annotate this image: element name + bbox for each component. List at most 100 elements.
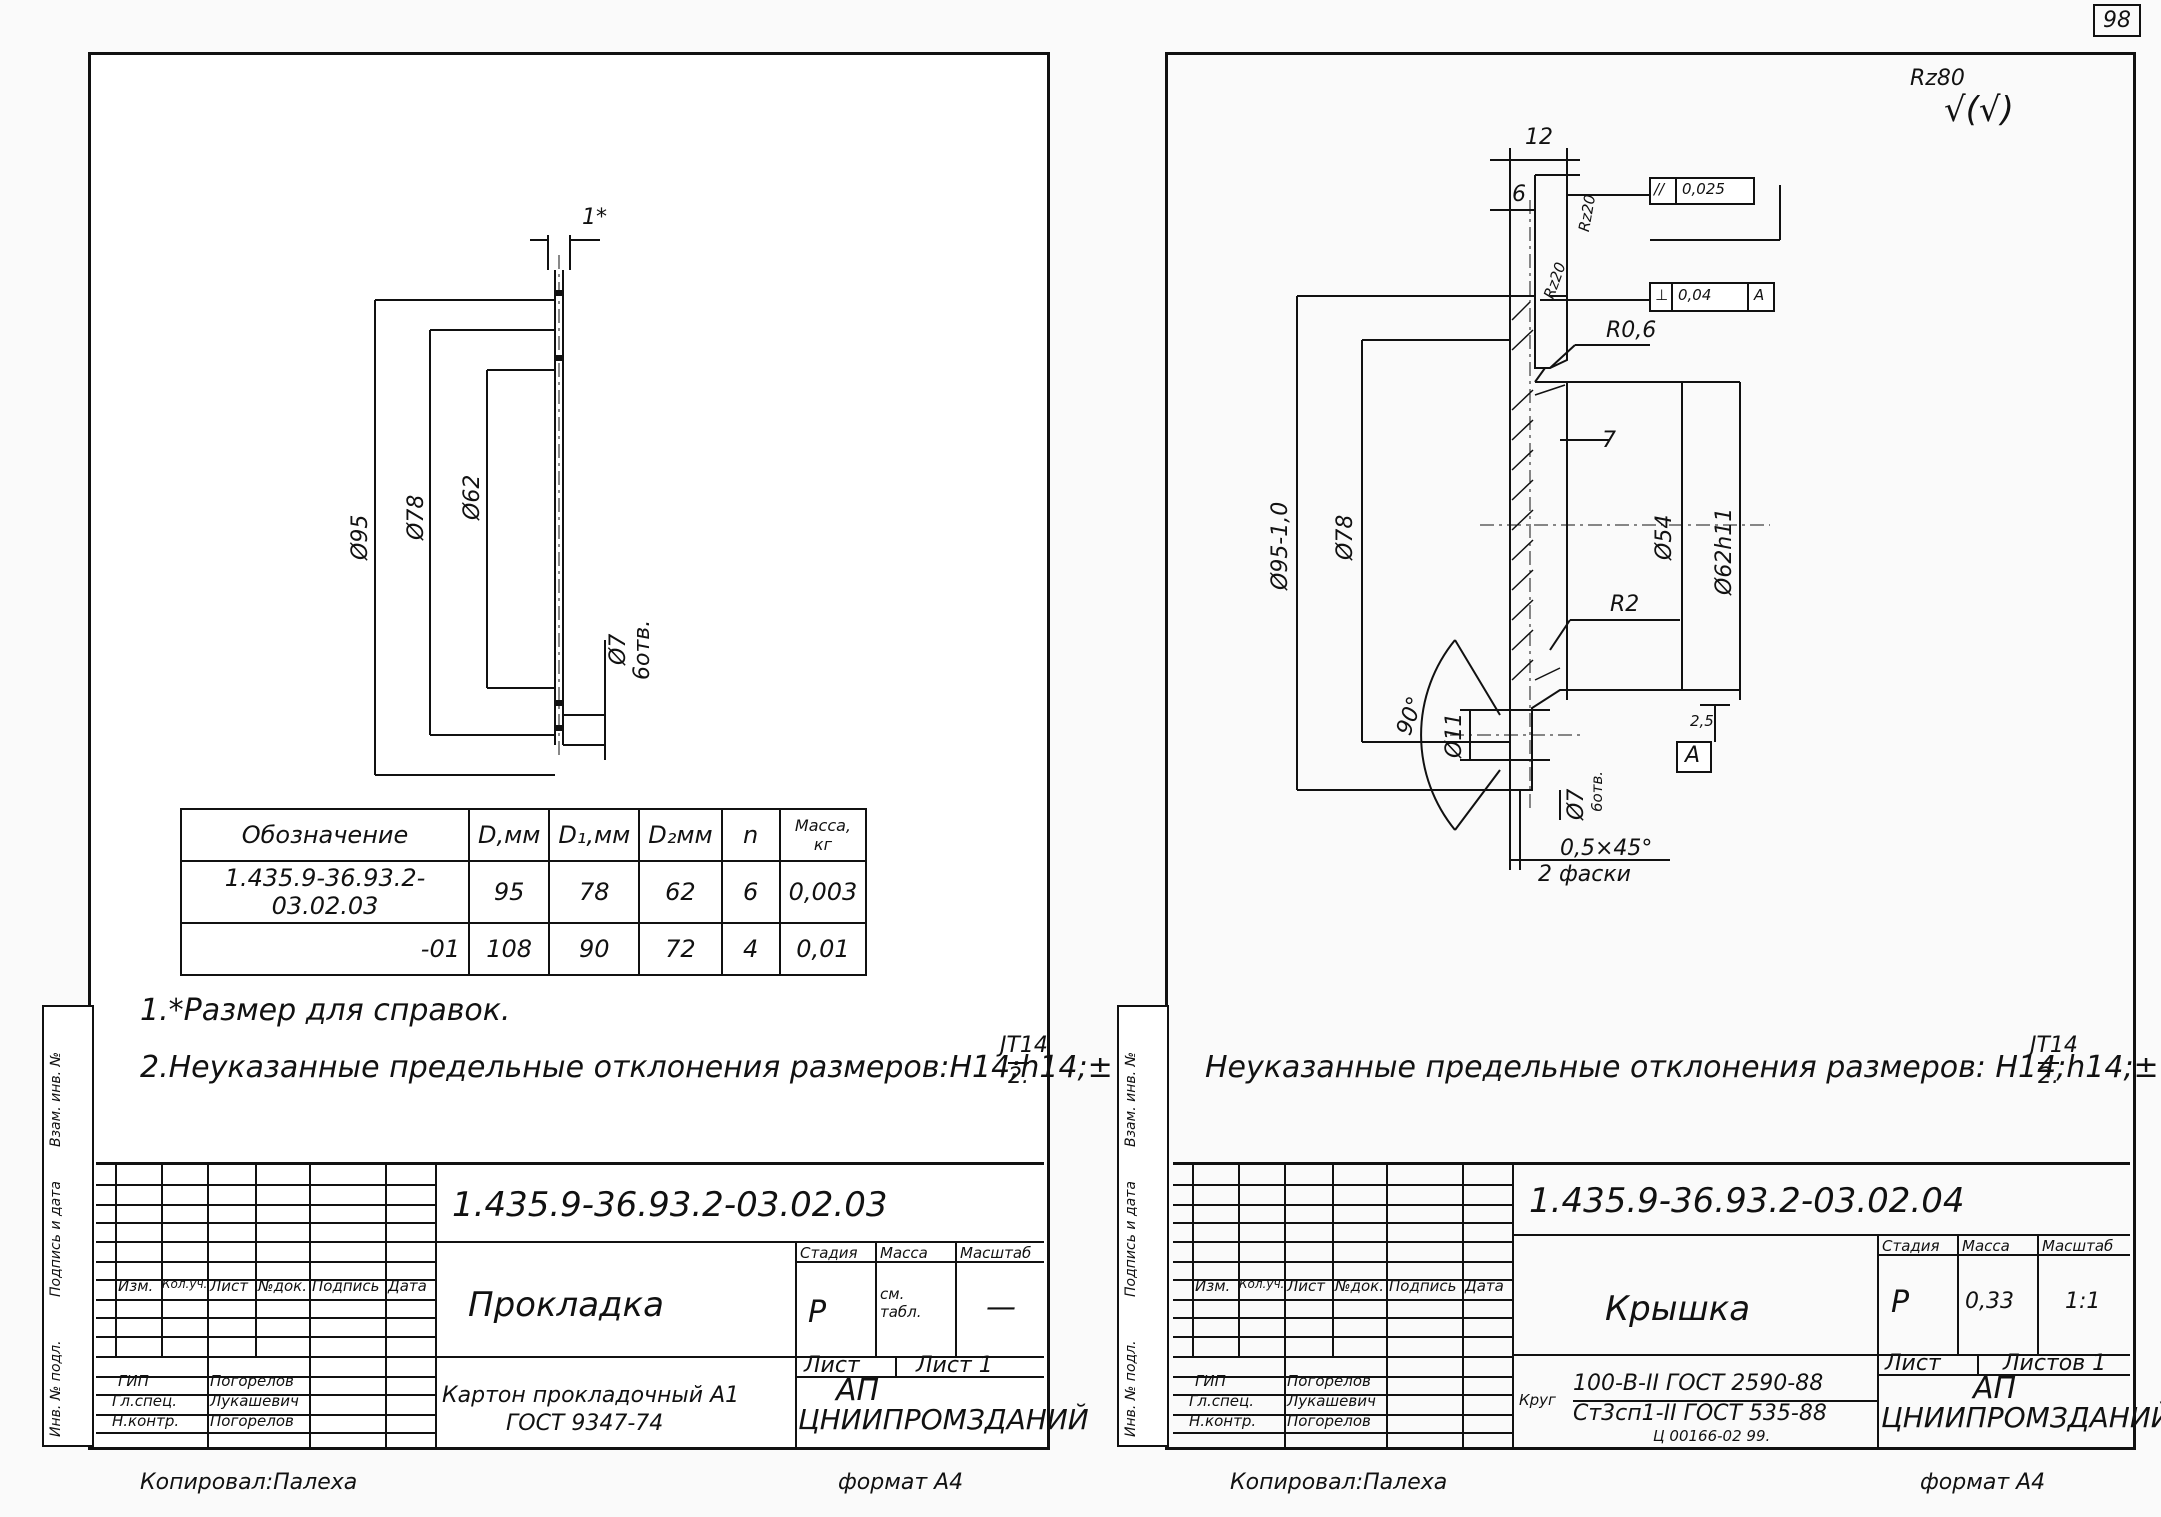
table-header: D₂мм <box>638 808 723 862</box>
right-mass: 0,33 <box>1965 1289 2014 1314</box>
right-col-stage: Стадия <box>1882 1237 1940 1255</box>
left-designation: 1.435.9-36.93.2-03.02.03 <box>452 1185 888 1225</box>
right-scale: 1:1 <box>2065 1289 2101 1314</box>
stamp-name-2: Лукашевич <box>1287 1392 1376 1410</box>
right-footer-copied: Копировал:Палеха <box>1230 1470 1448 1495</box>
left-mass: см. табл. <box>880 1285 922 1321</box>
dim-w7: 7 <box>1602 428 1616 453</box>
roughness-symbol: √(√) <box>1944 90 2014 130</box>
stamp-role-glspec: Гл.спец. <box>112 1392 177 1410</box>
dim-d11: Ø11 <box>1442 712 1467 758</box>
dim-w6: 6 <box>1512 182 1526 207</box>
stamp-name-3: Погорелов <box>210 1412 294 1430</box>
right-sheet-label: Лист <box>1885 1351 1941 1376</box>
dim-d95: Ø95 <box>348 514 373 560</box>
right-material-1: 100-В-II ГОСТ 2590-88 <box>1573 1371 1824 1396</box>
dim-holes-r: 6отв. <box>1588 770 1606 812</box>
side-label-2: Подпись и дата <box>1123 1181 1139 1297</box>
right-stamp-grid <box>1173 1165 2130 1447</box>
right-org-2: ЦНИИПРОМЗДАНИЙ <box>1881 1401 2161 1434</box>
right-footer-format: формат А4 <box>1920 1470 2046 1495</box>
stamp-col-date: Дата <box>388 1277 427 1295</box>
table-cell: 78 <box>548 860 641 924</box>
dim-d78: Ø78 <box>404 494 429 540</box>
left-scale: — <box>986 1290 1016 1325</box>
stamp-role-glspec: Гл.спец. <box>1189 1392 1254 1410</box>
stamp-col-ndok: №док. <box>1335 1277 1384 1295</box>
left-col-stage: Стадия <box>800 1244 858 1262</box>
left-col-mass: Масса <box>880 1244 928 1262</box>
dim-d62: Ø62 <box>460 474 485 520</box>
left-tol-num: JT14 <box>1000 1033 1048 1058</box>
stamp-role-gip: ГИП <box>118 1372 149 1390</box>
dim-thickness: 1* <box>582 205 607 230</box>
right-archive: Ц 00166-02 99. <box>1653 1427 1771 1445</box>
table-row: 1.435.9-36.93.2-03.02.03 95 78 62 6 0,00… <box>180 860 868 924</box>
right-org-1: АП <box>1973 1371 2017 1406</box>
dim-hole-count: 6отв. <box>630 619 655 680</box>
left-note-1: 1.*Размер для справок. <box>140 993 511 1028</box>
table-cell: 4 <box>720 922 781 976</box>
stamp-name-2: Лукашевич <box>210 1392 299 1410</box>
dim-d95-1: Ø95-1,0 <box>1268 501 1293 590</box>
table-cell: 95 <box>467 860 551 924</box>
stamp-role-nkontr: Н.контр. <box>1189 1412 1257 1430</box>
left-sheet <box>88 52 1050 1450</box>
datum-a: A <box>1685 743 1701 768</box>
left-footer-format: формат А4 <box>838 1470 964 1495</box>
stamp-name-1: Погорелов <box>1287 1372 1371 1390</box>
dim-chamfer-2: 2 фаски <box>1538 862 1631 887</box>
right-designation: 1.435.9-36.93.2-03.02.04 <box>1529 1181 1965 1221</box>
table-cell: 1.435.9-36.93.2-03.02.03 <box>180 860 470 924</box>
tol1-value: 0,025 <box>1682 180 1725 198</box>
table-cell: 62 <box>638 860 723 924</box>
table-cell: -01 <box>180 922 470 976</box>
dim-w12: 12 <box>1525 125 1553 150</box>
stamp-col-list: Лист <box>210 1277 249 1295</box>
table-header: n <box>720 808 781 862</box>
right-stage: Р <box>1891 1285 1910 1320</box>
table-header-row: Обозначение D,мм D₁,мм D₂мм n Масса, кг <box>180 808 868 862</box>
dim-r06: R0,6 <box>1606 318 1657 343</box>
table-header: D₁,мм <box>548 808 641 862</box>
dim-r2: R2 <box>1610 592 1640 617</box>
stamp-name-1: Погорелов <box>210 1372 294 1390</box>
right-col-mass: Масса <box>1962 1237 2010 1255</box>
table-header: Обозначение <box>180 808 470 862</box>
right-title-block: Изм. Кол.уч. Лист №док. Подпись Дата ГИП… <box>1173 1162 2161 1447</box>
left-sheets: Лист 1 <box>916 1353 993 1378</box>
right-side-strip: Взам. инв. № Подпись и дата Инв. № подл. <box>1117 1005 1169 1447</box>
left-note-2: 2.Неуказанные предельные отклонения разм… <box>140 1050 1113 1085</box>
left-footer-copied: Копировал:Палеха <box>140 1470 358 1495</box>
stamp-col-sign: Подпись <box>312 1277 380 1295</box>
right-col-scale: Масштаб <box>2042 1237 2114 1255</box>
right-tol-den: 2. <box>2038 1062 2059 1089</box>
spec-table: Обозначение D,мм D₁,мм D₂мм n Масса, кг … <box>180 808 868 976</box>
dim-chamfer: 0,5×45° <box>1560 836 1653 861</box>
left-org-1: АП <box>836 1373 880 1408</box>
dim-hole: Ø7 <box>606 633 631 665</box>
stamp-col-date: Дата <box>1465 1277 1504 1295</box>
right-material-prefix: Круг <box>1519 1391 1556 1409</box>
stamp-col-list: Лист <box>1287 1277 1326 1295</box>
dim-d7-r: Ø7 <box>1564 788 1589 820</box>
right-sheet <box>1165 52 2136 1450</box>
left-part-title: Прокладка <box>468 1285 664 1325</box>
left-title-block: Изм. Кол.уч. Лист №док. Подпись Дата ГИП… <box>96 1162 1089 1447</box>
table-header: Масса, кг <box>778 808 868 862</box>
table-cell: 72 <box>638 922 723 976</box>
right-note: Неуказанные предельные отклонения размер… <box>1205 1050 2159 1085</box>
tol1-symbol: // <box>1654 180 1665 198</box>
left-material-2: ГОСТ 9347-74 <box>506 1411 664 1436</box>
left-org-2: ЦНИИПРОМЗДАНИЙ <box>798 1403 1089 1436</box>
table-header: D,мм <box>467 808 551 862</box>
stamp-col-sign: Подпись <box>1389 1277 1457 1295</box>
dim-d54: Ø54 <box>1652 514 1677 560</box>
side-label-1: Взам. инв. № <box>1123 1051 1139 1147</box>
table-cell: 0,003 <box>778 860 868 924</box>
roughness-label: Rz80 <box>1910 66 1965 91</box>
stamp-name-3: Погорелов <box>1287 1412 1371 1430</box>
left-side-strip: Взам. инв. № Подпись и дата Инв. № подл. <box>42 1005 94 1447</box>
right-tol-num: JT14 <box>2030 1033 2078 1058</box>
